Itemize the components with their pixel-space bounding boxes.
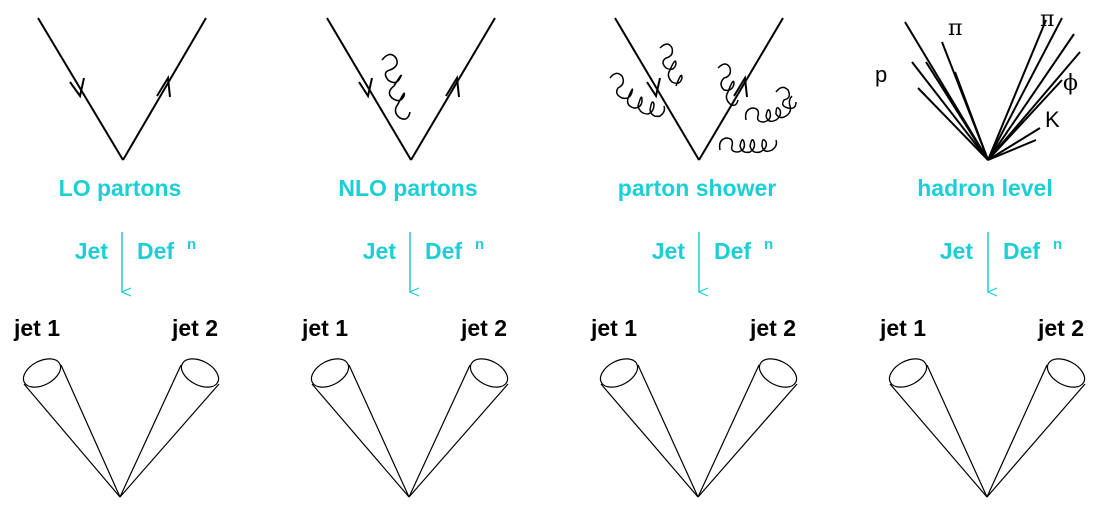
def-superscript: n bbox=[475, 236, 484, 253]
gluon-emissions bbox=[609, 43, 797, 154]
jet-cones bbox=[310, 358, 509, 498]
jet-word: Jet bbox=[363, 238, 397, 264]
panel-lo-partons: LO partons Jet Def n jet 1 jet 2 bbox=[13, 17, 220, 498]
pion-label-left: π bbox=[948, 16, 962, 41]
pion-label-right: π bbox=[1040, 7, 1054, 32]
phi-label: ϕ bbox=[1063, 71, 1078, 96]
gluon-emission bbox=[381, 53, 411, 120]
jet-word: Jet bbox=[652, 238, 686, 264]
jet-2-label: jet 2 bbox=[460, 315, 507, 341]
jet-1-label: jet 1 bbox=[590, 315, 637, 341]
stage-title: NLO partons bbox=[338, 175, 477, 201]
def-word: Def bbox=[425, 238, 462, 264]
panel-parton-shower: parton shower Jet Def n jet 1 jet 2 bbox=[590, 17, 798, 498]
jet-2-label: jet 2 bbox=[171, 315, 218, 341]
stage-title: hadron level bbox=[917, 175, 1052, 201]
panel-nlo-partons: NLO partons Jet Def n jet 1 jet 2 bbox=[301, 17, 509, 498]
def-word: Def bbox=[714, 238, 751, 264]
parton-shower-diagram bbox=[609, 17, 797, 161]
lo-parton-diagram bbox=[37, 17, 207, 161]
def-word: Def bbox=[1003, 238, 1040, 264]
jet-2-label: jet 2 bbox=[1037, 315, 1084, 341]
kaon-label: K bbox=[1045, 107, 1060, 132]
jet-2-label: jet 2 bbox=[749, 315, 796, 341]
jet-1-label: jet 1 bbox=[13, 315, 60, 341]
stage-title: LO partons bbox=[59, 175, 182, 201]
jet-word: Jet bbox=[75, 238, 109, 264]
def-superscript: n bbox=[764, 236, 773, 253]
jet-cones bbox=[22, 358, 220, 498]
proton-label: p bbox=[875, 62, 887, 87]
jet-1-label: jet 1 bbox=[879, 315, 926, 341]
def-superscript: n bbox=[1053, 236, 1062, 253]
jet-cones bbox=[888, 358, 1086, 498]
stage-title: parton shower bbox=[618, 175, 777, 201]
nlo-parton-diagram bbox=[326, 17, 496, 161]
hadron-tracks bbox=[904, 17, 1081, 161]
panel-hadron-level: p π π ϕ K hadron level Jet Def n jet 1 j… bbox=[875, 7, 1086, 498]
def-superscript: n bbox=[187, 236, 196, 253]
jet-1-label: jet 1 bbox=[301, 315, 348, 341]
jet-cones bbox=[599, 358, 798, 498]
jet-word: Jet bbox=[940, 238, 974, 264]
def-word: Def bbox=[137, 238, 174, 264]
